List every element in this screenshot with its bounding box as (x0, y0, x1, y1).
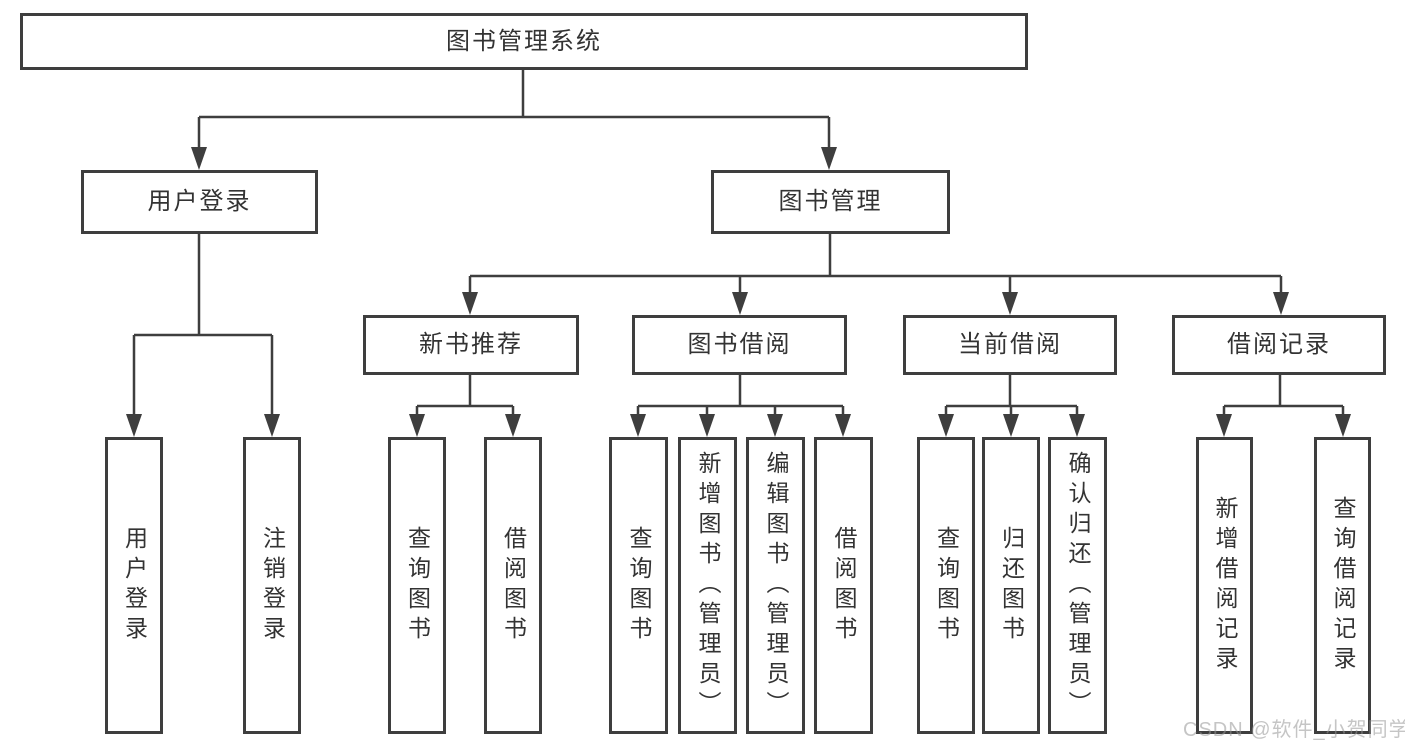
edge-user-login (132, 234, 274, 417)
leaf-query-book-recommend: 查询图书 (388, 437, 446, 734)
arrowhead-icon (767, 414, 783, 437)
leaf-add-borrow-record: 新增借阅记录 (1196, 437, 1253, 734)
node-label: 图书管理系统 (446, 27, 602, 55)
leaf-confirm-return-admin: 确认归还（管理员） (1048, 437, 1107, 734)
leaf-query-book-current: 查询图书 (917, 437, 975, 734)
node-label: 图书管理 (778, 188, 883, 215)
leaf-query-borrow-record: 查询借阅记录 (1314, 437, 1371, 734)
edge-book-mgmt (468, 234, 1283, 295)
leaf-add-book-admin: 新增图书（管理员） (678, 437, 737, 734)
node-label: 查询图书 (404, 525, 431, 646)
arrowhead-icon (835, 414, 851, 437)
arrowhead-icon (1002, 292, 1018, 315)
arrowhead-icon (821, 147, 837, 170)
arrowhead-icon (191, 147, 207, 170)
node-new-book-recommend: 新书推荐 (363, 315, 579, 375)
node-label: 用户登录 (121, 525, 148, 646)
node-label: 借阅图书 (500, 525, 527, 646)
arrowhead-icon (264, 414, 280, 437)
leaf-borrow-book-recommend: 借阅图书 (484, 437, 542, 734)
arrowhead-icon (126, 414, 142, 437)
arrowhead-icon (732, 292, 748, 315)
arrowhead-icon (1273, 292, 1289, 315)
node-label: 新增借阅记录 (1212, 495, 1238, 676)
node-label: 新增图书（管理员） (695, 450, 721, 721)
node-label: 编辑图书（管理员） (763, 450, 789, 721)
node-book-management: 图书管理 (711, 170, 950, 234)
arrowhead-icon (630, 414, 646, 437)
edge-new-book-rec (415, 375, 515, 419)
node-label: 新书推荐 (419, 331, 523, 358)
node-label: 借阅图书 (831, 525, 857, 646)
node-label: 图书借阅 (687, 331, 792, 358)
node-label: 查询图书 (933, 525, 960, 646)
connector-arrowheads (126, 147, 1351, 437)
edge-borrow-record (1222, 375, 1345, 419)
edge-current-borrow (944, 375, 1079, 419)
node-user-login: 用户登录 (81, 170, 318, 234)
node-current-borrow: 当前借阅 (903, 315, 1117, 375)
arrowhead-icon (409, 414, 425, 437)
node-book-borrow: 图书借阅 (632, 315, 847, 375)
node-label: 借阅记录 (1227, 331, 1331, 358)
node-label: 查询借阅记录 (1330, 495, 1356, 676)
node-label: 查询图书 (626, 525, 652, 646)
connector-lines (132, 70, 1345, 419)
leaf-query-book-borrow: 查询图书 (609, 437, 668, 734)
edge-root (197, 70, 831, 150)
leaf-edit-book-admin: 编辑图书（管理员） (746, 437, 805, 734)
arrowhead-icon (1069, 414, 1085, 437)
leaf-return-book: 归还图书 (982, 437, 1040, 734)
node-label: 注销登录 (259, 525, 286, 646)
node-label: 当前借阅 (958, 331, 1062, 358)
node-root-system: 图书管理系统 (20, 13, 1028, 70)
arrowhead-icon (462, 292, 478, 315)
node-label: 归还图书 (998, 525, 1025, 646)
node-label: 用户登录 (147, 188, 252, 215)
node-borrow-record: 借阅记录 (1172, 315, 1386, 375)
leaf-user-login: 用户登录 (105, 437, 163, 734)
watermark-text: CSDN @软件_小贺同学 (1183, 719, 1405, 741)
arrowhead-icon (505, 414, 521, 437)
arrowhead-icon (1335, 414, 1351, 437)
node-label: 确认归还（管理员） (1065, 450, 1091, 721)
arrowhead-icon (699, 414, 715, 437)
arrowhead-icon (938, 414, 954, 437)
leaf-logout: 注销登录 (243, 437, 301, 734)
arrowhead-icon (1216, 414, 1232, 437)
leaf-borrow-book: 借阅图书 (814, 437, 873, 734)
arrowhead-icon (1003, 414, 1019, 437)
edge-book-borrow (636, 375, 845, 419)
